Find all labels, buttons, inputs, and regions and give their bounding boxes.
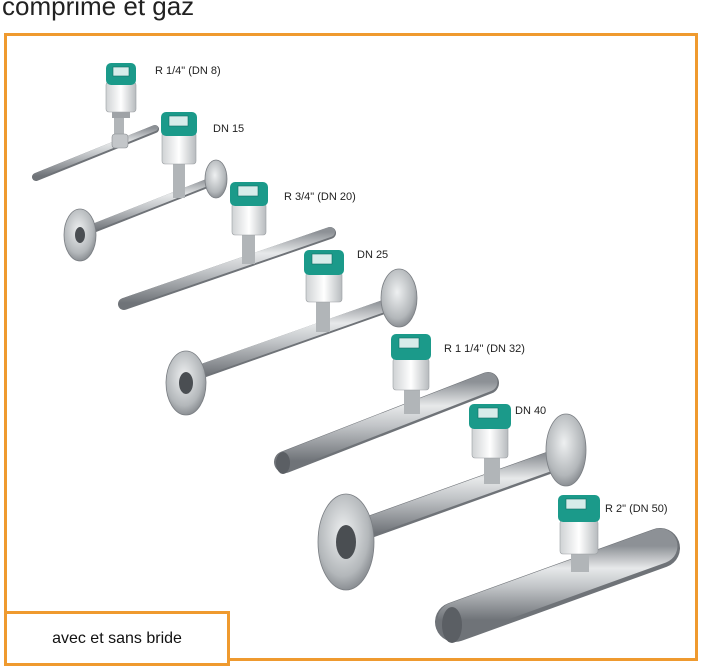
sensor-device-4 xyxy=(165,250,418,416)
sensor-device-5 xyxy=(274,334,499,474)
size-label-dn8: R 1/4" (DN 8) xyxy=(155,65,221,77)
size-label-dn15: DN 15 xyxy=(213,123,244,135)
size-label-dn40: DN 40 xyxy=(515,405,546,417)
page-heading: comprimé et gaz xyxy=(2,0,195,21)
sensor-device-7 xyxy=(435,495,680,643)
size-label-dn32: R 1 1/4" (DN 32) xyxy=(444,343,525,355)
size-label-dn50: R 2" (DN 50) xyxy=(605,503,668,515)
sensor-device-1 xyxy=(32,63,159,181)
size-label-dn20: R 3/4" (DN 20) xyxy=(284,191,356,203)
product-frame xyxy=(4,33,698,661)
size-label-dn25: DN 25 xyxy=(357,249,388,261)
caption-text: avec et sans bride xyxy=(52,629,182,647)
sensor-device-6 xyxy=(317,404,587,591)
sensor-device-2 xyxy=(63,112,228,262)
sensor-device-3 xyxy=(118,182,336,310)
caption-box: avec et sans bride xyxy=(4,611,230,666)
